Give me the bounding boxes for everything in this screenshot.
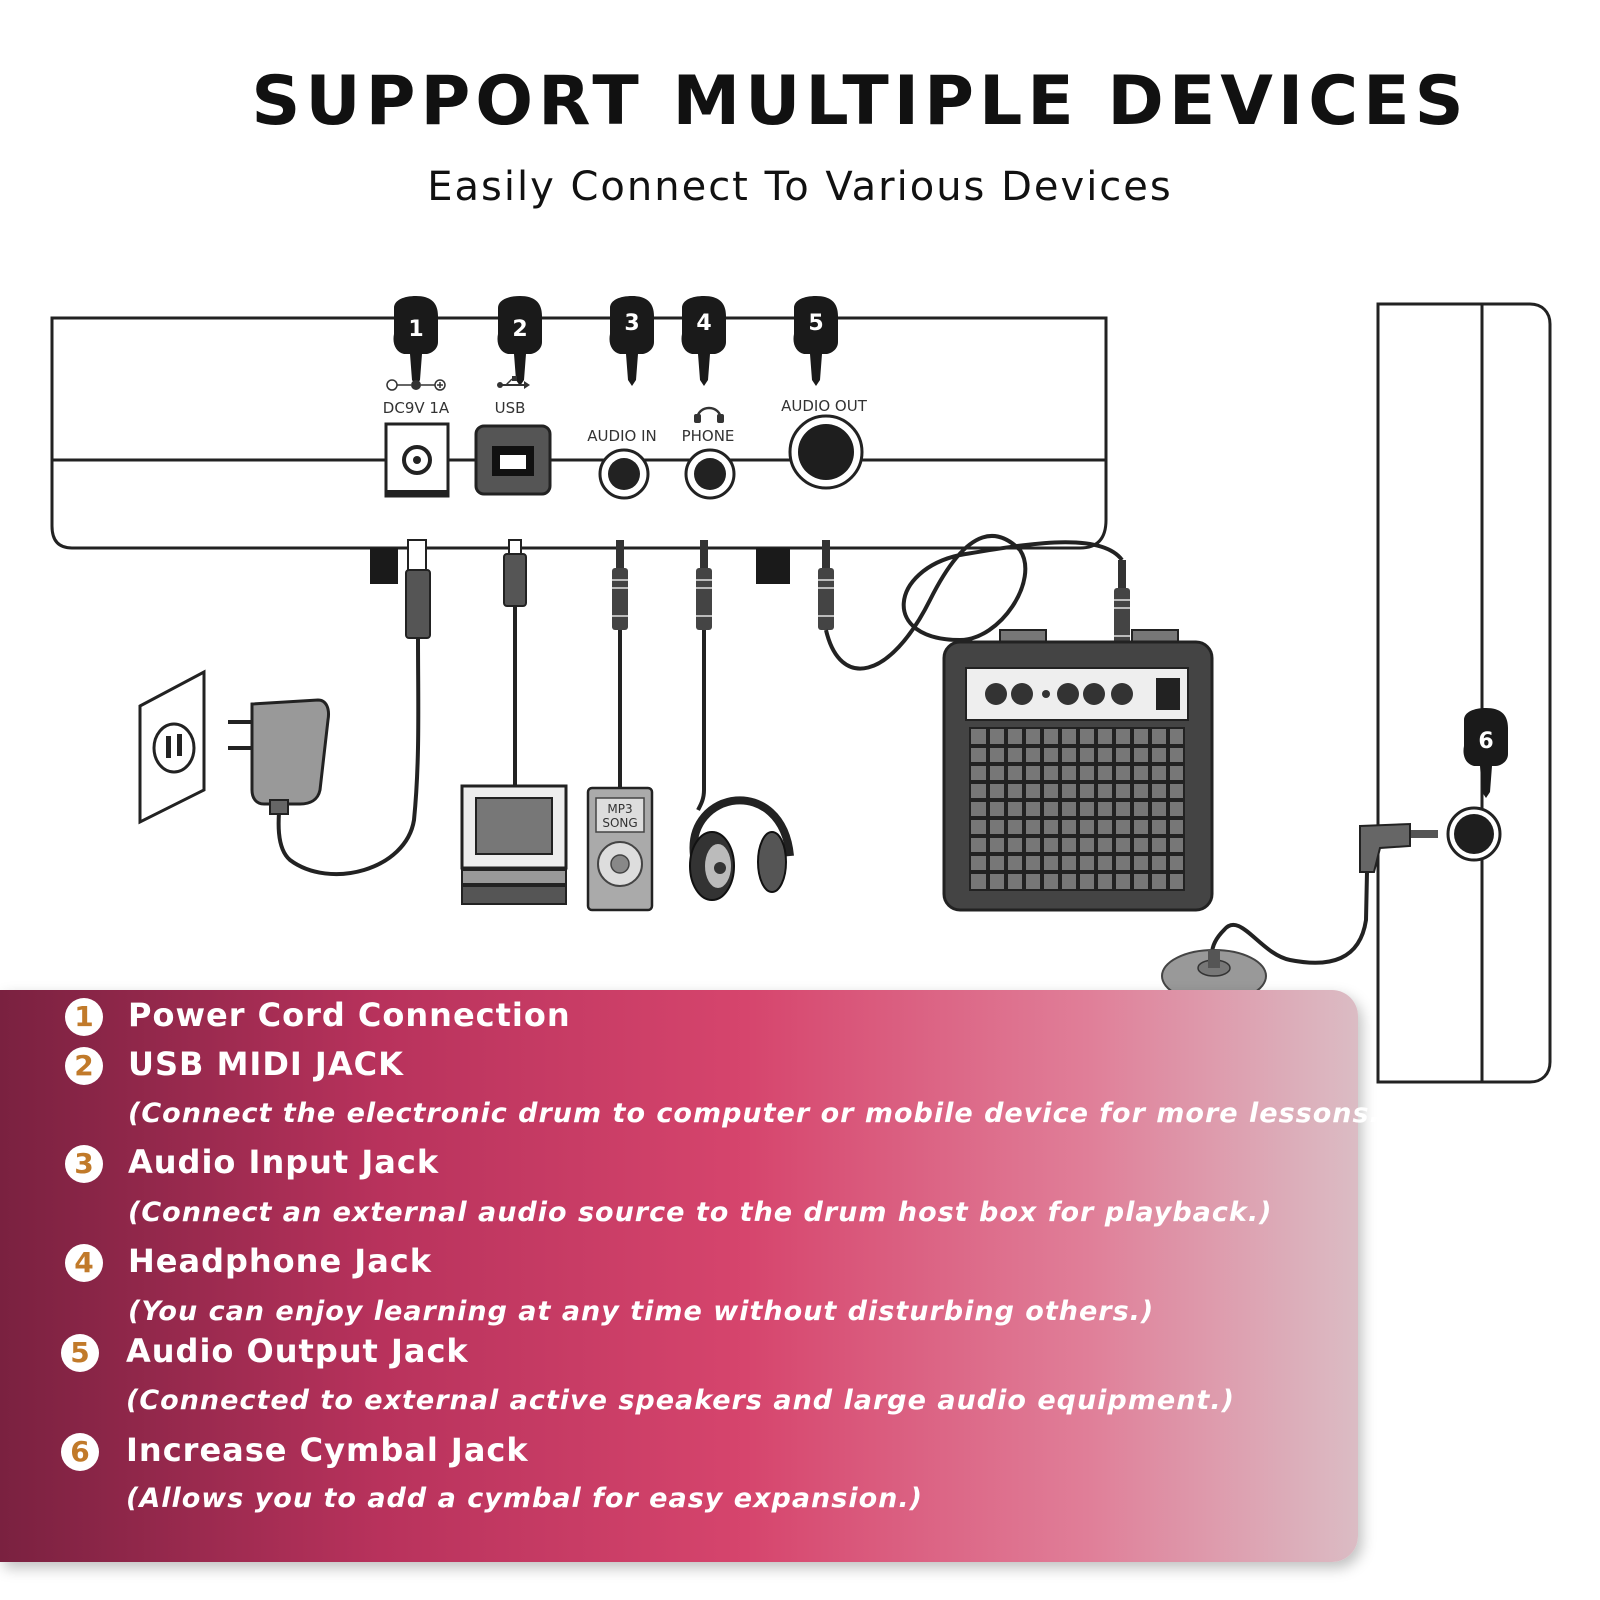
legend-title: USB MIDI JACK	[128, 1045, 404, 1083]
page-title: SUPPORT MULTIPLE DEVICES	[251, 62, 1469, 141]
port-pointer-6: 6	[1463, 708, 1508, 798]
legend-title: Power Cord Connection	[128, 996, 571, 1034]
headphone-plug	[695, 539, 713, 631]
audio-in-port-label: AUDIO IN	[587, 427, 656, 445]
audio-in-jack	[598, 448, 650, 500]
legend-title: Increase Cymbal Jack	[126, 1431, 529, 1469]
computer-icon	[460, 784, 568, 905]
dc-port-label: DC9V 1A	[383, 399, 450, 417]
legend-description: (Connect an external audio source to the…	[128, 1197, 1273, 1228]
usb-jack	[474, 424, 552, 496]
dc-symbol-icon	[386, 379, 446, 391]
legend-description: (You can enjoy learning at any time with…	[128, 1296, 1155, 1327]
svg-text:6: 6	[1478, 729, 1493, 754]
port-pointer-5: 5	[793, 296, 838, 386]
legend-description: (Connect the electronic drum to computer…	[128, 1098, 1395, 1129]
port-pointer-2: 2	[497, 296, 542, 386]
audio-out-port-label: AUDIO OUT	[781, 397, 868, 415]
power-plug	[276, 539, 431, 876]
svg-text:5: 5	[808, 311, 823, 336]
port-pointer-1: 1	[393, 296, 438, 386]
dc-jack	[384, 422, 450, 498]
audio-out-jack	[788, 414, 864, 490]
usb-port-label: USB	[495, 399, 526, 417]
audio-out-plug	[817, 539, 835, 631]
legend-panel: 1 Power Cord Connection 2 USB MIDI JACK …	[0, 990, 1393, 1562]
drum-module-panel	[50, 316, 1108, 584]
legend-title: Audio Output Jack	[126, 1332, 469, 1370]
number-badge: 1	[65, 998, 103, 1036]
drum-side-panel	[1376, 302, 1552, 1084]
amplifier-icon	[942, 629, 1214, 912]
port-pointer-4: 4	[681, 296, 726, 386]
cymbal-plug	[1210, 822, 1438, 965]
svg-text:2: 2	[512, 317, 527, 342]
legend-description: (Connected to external active speakers a…	[126, 1385, 1235, 1416]
phone-jack	[684, 448, 736, 500]
headphones-icon	[689, 796, 794, 901]
amp-plug	[1113, 559, 1131, 651]
svg-text:3: 3	[624, 311, 639, 336]
number-badge: 3	[65, 1145, 103, 1183]
legend-title: Audio Input Jack	[128, 1143, 440, 1181]
number-badge: 6	[61, 1433, 99, 1471]
number-badge: 2	[65, 1047, 103, 1085]
headphone-symbol-icon	[694, 406, 724, 423]
mp3-player-icon: MP3 SONG	[586, 786, 654, 912]
power-adapter	[228, 698, 330, 815]
number-badge: 5	[61, 1334, 99, 1372]
svg-text:MP3: MP3	[607, 802, 632, 816]
svg-text:4: 4	[696, 311, 711, 336]
cymbal-jack	[1446, 806, 1502, 862]
phone-port-label: PHONE	[682, 427, 735, 445]
svg-text:1: 1	[408, 317, 423, 342]
wall-outlet	[138, 669, 206, 825]
usb-symbol-icon	[497, 376, 530, 389]
number-badge: 4	[65, 1244, 103, 1282]
page-subtitle: Easily Connect To Various Devices	[427, 164, 1173, 210]
svg-text:SONG: SONG	[602, 816, 637, 830]
legend-description: (Allows you to add a cymbal for easy exp…	[126, 1483, 923, 1514]
port-pointer-3: 3	[609, 296, 654, 386]
audio-in-plug	[611, 539, 629, 631]
legend-title: Headphone Jack	[128, 1242, 433, 1280]
usb-plug	[503, 539, 527, 790]
